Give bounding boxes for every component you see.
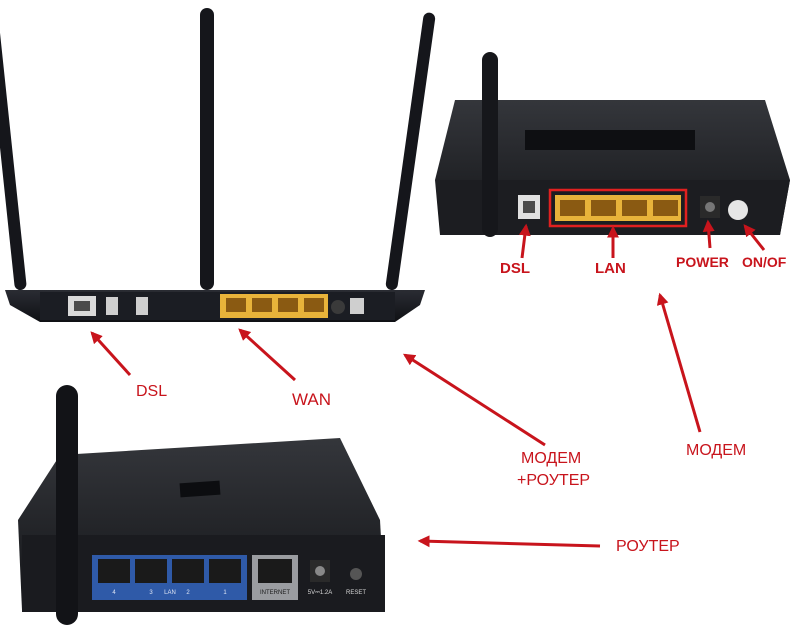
antenna-icon bbox=[385, 12, 436, 291]
antenna-icon bbox=[56, 385, 78, 625]
arrow-icon bbox=[238, 328, 297, 382]
top-router-wan-label: WAN bbox=[292, 390, 332, 409]
router-port-1: 1 bbox=[223, 590, 227, 596]
modem-router-caption-line2: +РОУТЕР bbox=[517, 472, 591, 489]
bottom-router: 4 3 LAN 2 1 INTERNET 5V⎓1.2A RESET bbox=[18, 385, 385, 625]
arrow-icon bbox=[402, 353, 546, 447]
modem bbox=[435, 52, 790, 237]
router-reset-label: RESET bbox=[346, 590, 366, 596]
router-port-2: 2 bbox=[186, 590, 190, 596]
router-caption: РОУТЕР bbox=[616, 538, 680, 555]
ethernet-port-icon bbox=[258, 559, 292, 583]
router-port-4: 4 bbox=[112, 590, 116, 596]
modem-dsl-label: DSL bbox=[500, 260, 530, 277]
arrow-icon bbox=[518, 223, 531, 259]
ethernet-port-icon bbox=[172, 559, 204, 583]
modem-lan-label: LAN bbox=[595, 260, 626, 277]
arrow-icon bbox=[656, 292, 702, 433]
modem-caption: МОДЕМ bbox=[686, 442, 747, 459]
antenna-icon bbox=[200, 8, 214, 290]
ethernet-port-icon bbox=[209, 559, 241, 583]
arrow-icon bbox=[702, 219, 715, 249]
top-router bbox=[0, 8, 436, 322]
modem-router-caption-line1: МОДЕМ bbox=[521, 450, 582, 467]
router-power-label: 5V⎓1.2A bbox=[308, 590, 332, 596]
arrow-icon bbox=[743, 224, 766, 251]
modem-power-label: POWER bbox=[676, 254, 729, 270]
modem-onoff-label: ON/OF bbox=[742, 254, 787, 270]
router-internet-label: INTERNET bbox=[260, 590, 290, 596]
antenna-icon bbox=[482, 52, 498, 237]
arrow-icon bbox=[417, 535, 601, 548]
router-port-3: 3 bbox=[149, 590, 153, 596]
arrow-icon bbox=[90, 331, 132, 377]
ethernet-port-icon bbox=[135, 559, 167, 583]
antenna-icon bbox=[0, 21, 27, 291]
router-lan-label: LAN bbox=[164, 590, 176, 596]
top-router-dsl-label: DSL bbox=[136, 383, 168, 400]
ethernet-port-icon bbox=[98, 559, 130, 583]
